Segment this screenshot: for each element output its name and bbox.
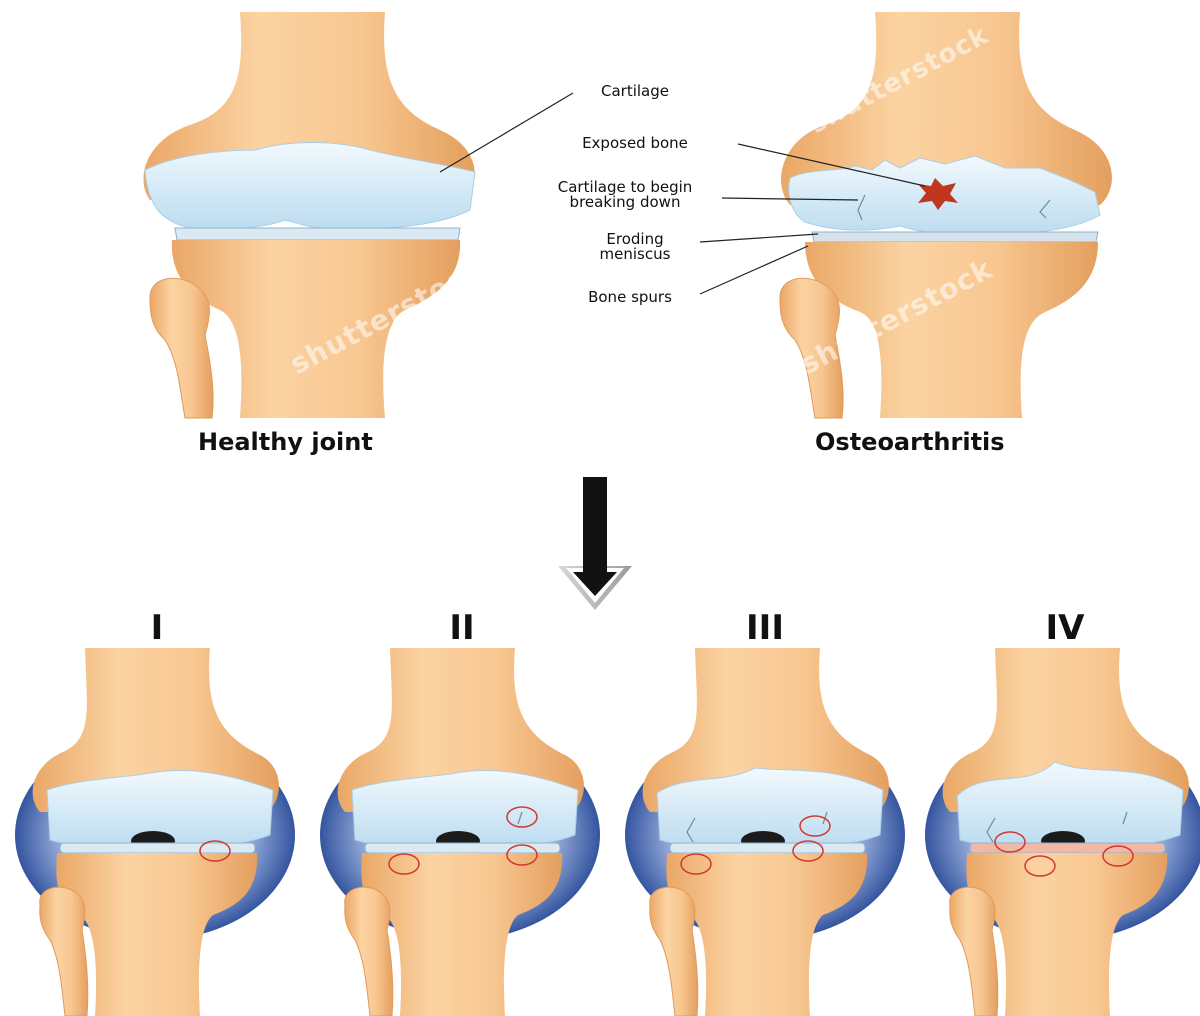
stage-1-knee <box>15 648 295 1016</box>
stage-numeral-1: I <box>97 608 217 648</box>
tibia <box>172 240 460 418</box>
fibula <box>345 887 393 1016</box>
fibula <box>950 887 998 1016</box>
stage-illustrations <box>15 648 1200 1016</box>
meniscus <box>670 843 865 853</box>
fibula <box>40 887 88 1016</box>
meniscus <box>365 843 560 853</box>
stage-numeral-3: III <box>705 608 825 648</box>
fibula <box>650 887 698 1016</box>
label-cartilage: Cartilage <box>560 84 710 99</box>
eroding-meniscus <box>812 232 1098 242</box>
label-eroding-meniscus: Eroding meniscus <box>570 232 700 262</box>
leader-cartilage <box>440 93 573 172</box>
label-bone-spurs: Bone spurs <box>555 290 705 305</box>
stage-numeral-4: IV <box>1005 608 1125 648</box>
fibula <box>150 278 213 418</box>
stage-2-knee <box>320 648 600 1016</box>
stage-numeral-2: II <box>402 608 522 648</box>
meniscus <box>175 228 460 240</box>
caption-healthy-joint: Healthy joint <box>198 428 373 456</box>
down-arrow-shaft <box>583 477 607 575</box>
label-cartilage-breaking: Cartilage to begin breaking down <box>525 180 725 210</box>
meniscus <box>970 843 1165 853</box>
caption-osteoarthritis: Osteoarthritis <box>815 428 1005 456</box>
down-arrow <box>558 477 632 610</box>
stage-3-knee <box>625 648 905 1016</box>
leader-eroding-meniscus <box>700 234 818 242</box>
label-exposed-bone: Exposed bone <box>540 136 730 151</box>
stage-4-knee <box>925 648 1200 1016</box>
